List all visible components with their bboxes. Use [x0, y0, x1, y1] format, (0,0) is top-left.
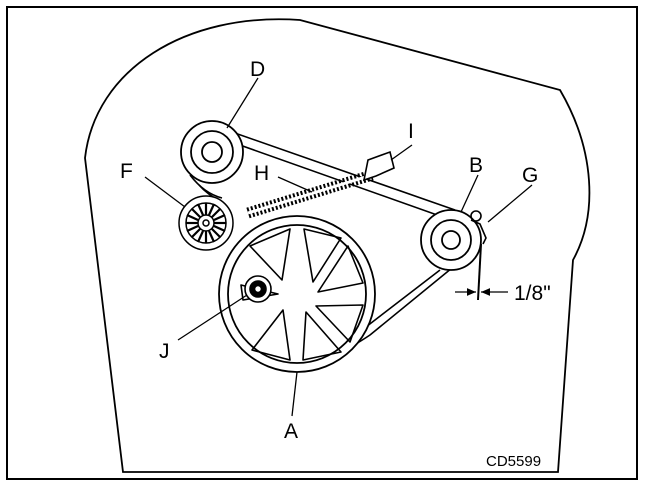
- belt-guide-g: [470, 210, 487, 301]
- label-h: H: [254, 162, 269, 185]
- housing-outline: [84, 18, 591, 473]
- gap-dimension-label: 1/8": [514, 282, 551, 305]
- label-a: A: [284, 420, 298, 443]
- pulley-d: [180, 120, 244, 184]
- label-d: D: [250, 58, 265, 81]
- label-j: J: [159, 340, 170, 363]
- leader-lines: [144, 77, 533, 417]
- pulley-b: [420, 209, 482, 271]
- pulley-j: [244, 275, 272, 303]
- tension-spring-h: [246, 169, 374, 219]
- label-g: G: [522, 164, 538, 187]
- label-f: F: [120, 160, 133, 183]
- idler-pulley-f: [178, 195, 234, 251]
- figure-code: CD5599: [486, 453, 541, 470]
- label-i: I: [408, 120, 414, 143]
- label-b: B: [469, 154, 483, 177]
- bracket-i: [362, 150, 395, 182]
